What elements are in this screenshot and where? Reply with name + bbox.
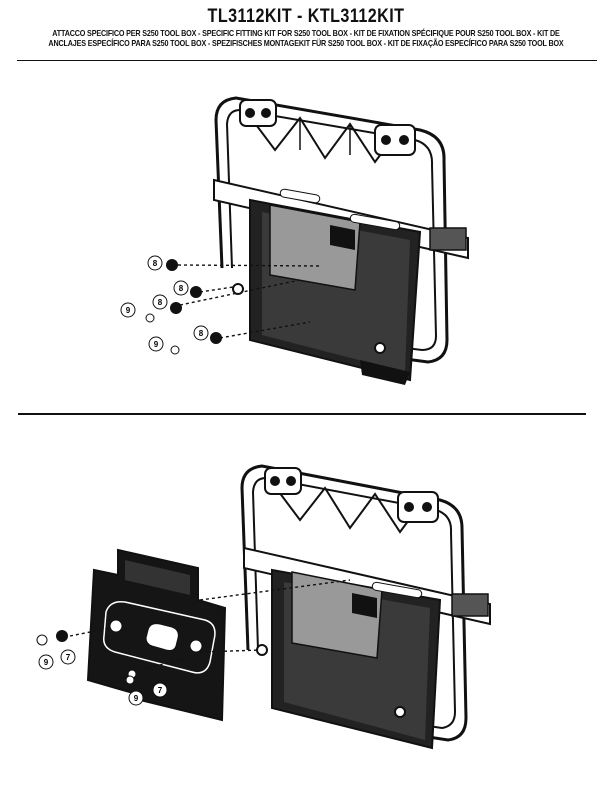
callout-label: 9	[126, 306, 131, 315]
adapter-plate	[86, 548, 227, 722]
callout-label: 8	[179, 284, 184, 293]
section-divider	[18, 413, 586, 415]
top-hardware	[145, 259, 386, 355]
top-plate	[249, 188, 422, 385]
callout-8-d: 8	[193, 325, 209, 341]
document-header: TL3112KIT - KTL3112KIT ATTACCO SPECIFICO…	[0, 6, 612, 48]
callout-label: 9	[134, 694, 139, 703]
header-rule	[17, 60, 597, 61]
bottom-callouts: 9 7 9 7	[38, 649, 168, 706]
callout-7-a: 7	[60, 649, 76, 665]
callout-label: 7	[66, 653, 71, 662]
bottom-plate	[271, 568, 442, 750]
bottom-hardware	[36, 630, 406, 718]
callout-9-b: 9	[148, 336, 164, 352]
callout-label: 9	[44, 658, 49, 667]
document-subtitle-line1: ATTACCO SPECIFICO PER S250 TOOL BOX - SP…	[52, 28, 560, 38]
callout-8-c: 8	[152, 294, 168, 310]
callout-label: 8	[199, 329, 204, 338]
callout-label: 9	[154, 340, 159, 349]
bottom-fixing-lines	[69, 579, 351, 669]
callout-label: 7	[158, 686, 163, 695]
document-title: TL3112KIT - KTL3112KIT	[207, 6, 405, 27]
callout-label: 8	[158, 298, 163, 307]
callout-9-a: 9	[120, 302, 136, 318]
top-callouts: 8 8 8 9 8 9	[120, 255, 209, 352]
callout-label: 8	[153, 259, 158, 268]
callout-9-c: 9	[38, 654, 54, 670]
callout-8-a: 8	[147, 255, 163, 271]
document-subtitle-line2: ANCLAJES ESPECÍFICO PARA S250 TOOL BOX -…	[48, 38, 564, 48]
callout-7-b: 7	[152, 682, 168, 698]
callout-9-d: 9	[128, 690, 144, 706]
callout-8-b: 8	[173, 280, 189, 296]
